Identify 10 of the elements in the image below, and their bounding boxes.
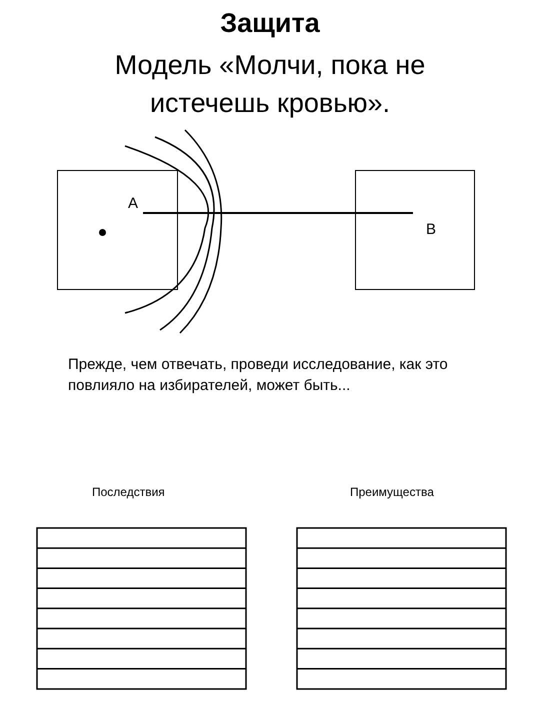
point-label: A (128, 195, 138, 212)
square-box (355, 170, 475, 290)
connector-line (143, 212, 413, 214)
subtitle: Модель «Молчи, пока не истечешь кровью». (114, 49, 426, 120)
title: Защита (220, 8, 320, 39)
note-paragraph: Прежде, чем отвечать, проведи исследование, как это повлияло на избирателей, может быть... (68, 355, 449, 396)
column-heading: Преимущества (350, 485, 434, 499)
point-label: B (426, 221, 436, 238)
square-box (57, 170, 178, 290)
column-heading: Последствия (92, 485, 165, 499)
